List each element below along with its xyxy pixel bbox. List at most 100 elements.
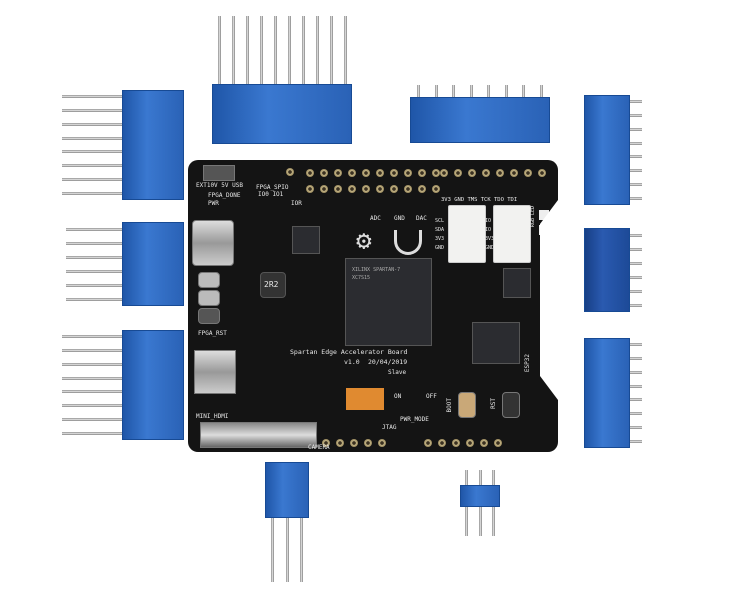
header-3pin-male: [460, 485, 500, 507]
header-hole: [364, 439, 372, 447]
header-hole: [418, 185, 426, 193]
silk-ioref: IOR: [291, 200, 302, 207]
silk-io-pin: GND: [485, 245, 495, 251]
header-pin: [62, 417, 130, 421]
header-pin: [301, 16, 305, 90]
header-pin: [625, 169, 642, 173]
header-pin: [245, 16, 249, 90]
header-hole: [362, 169, 370, 177]
header-pin: [62, 122, 130, 126]
silk-esp32: ESP32: [524, 354, 531, 373]
silk-rgb-led: RGB LED: [530, 206, 536, 228]
header-pin: [417, 85, 421, 100]
inductor: 2R2: [260, 272, 286, 298]
fpga-chip-label: XILINX SPARTAN-7: [352, 267, 401, 273]
ic-chip: [292, 226, 320, 254]
header-pin: [625, 425, 642, 429]
header-pin: [62, 95, 130, 99]
silk-power-select: EXT10V 5V USB: [196, 182, 243, 189]
header-pin: [625, 100, 642, 104]
header-hole: [404, 185, 412, 193]
button[interactable]: [198, 290, 220, 306]
button[interactable]: [198, 272, 220, 288]
header-pin: [539, 85, 543, 100]
header-pin: [625, 357, 642, 361]
header-hole: [378, 439, 386, 447]
header-pin: [66, 297, 130, 301]
header-pin: [343, 16, 347, 90]
boot-button[interactable]: [458, 392, 476, 418]
header-pin: [285, 510, 289, 582]
grove-connector-i2c[interactable]: [448, 205, 486, 263]
header-pin: [66, 227, 130, 231]
header-hole: [480, 439, 488, 447]
silk-slave: Slave: [388, 369, 407, 376]
header-pin: [62, 109, 130, 113]
header-hole: [424, 439, 432, 447]
silk-on: ON: [394, 393, 402, 400]
silk-pwr-mode: PWR_MODE: [400, 416, 429, 423]
header-hole: [362, 185, 370, 193]
usb-c-port[interactable]: [192, 220, 234, 266]
header-hole: [334, 185, 342, 193]
silk-mini-hdmi: MINI_HDMI: [196, 413, 229, 420]
header-pin: [625, 439, 642, 443]
header-pin: [259, 16, 263, 90]
dip-switch[interactable]: [346, 388, 384, 410]
header-pin: [625, 247, 642, 251]
header-hole: [390, 169, 398, 177]
header-pin: [625, 343, 642, 347]
header-hole: [336, 439, 344, 447]
power-select-switch[interactable]: [203, 165, 235, 181]
inductor-label: 2R2: [264, 280, 279, 289]
header-pin: [62, 376, 130, 380]
header-8pin-left-top: [122, 90, 184, 200]
brand-logo-icon: [394, 230, 422, 255]
header-pin: [62, 349, 130, 353]
header-pin: [287, 16, 291, 90]
header-pin: [452, 85, 456, 100]
silk-io-pin: IO: [485, 218, 492, 224]
header-hole: [320, 185, 328, 193]
header-8pin-left-bottom: [122, 330, 184, 440]
silk-rst: RST: [490, 398, 497, 409]
header-3pin-female: [265, 462, 309, 518]
fpga-reset-button[interactable]: [198, 308, 220, 324]
silk-jtag: JTAG: [382, 424, 397, 431]
ic-chip: [503, 268, 531, 298]
header-pin: [625, 412, 642, 416]
silk-camera: CAMERA: [308, 444, 330, 451]
header-pin: [62, 136, 130, 140]
header-pin: [62, 362, 130, 366]
camera-connector[interactable]: [200, 422, 317, 448]
header-pin: [62, 390, 130, 394]
header-pin: [625, 398, 642, 402]
header-pin: [625, 261, 642, 265]
silk-boot: BOOT: [446, 398, 453, 413]
header-pin: [625, 155, 642, 159]
silk-i2c-pin: 3V3: [435, 236, 445, 242]
header-10pin-top: [212, 84, 352, 144]
silk-io-pin: 3V3: [485, 236, 495, 242]
header-hole: [438, 439, 446, 447]
mini-hdmi-port[interactable]: [194, 350, 236, 394]
header-pin: [217, 16, 221, 90]
header-pin: [522, 85, 526, 100]
header-hole: [510, 169, 518, 177]
header-hole: [306, 185, 314, 193]
header-pin: [315, 16, 319, 90]
header-pin: [625, 141, 642, 145]
grove-connector-io[interactable]: [493, 205, 531, 263]
fpga-chip: XILINX SPARTAN-7 XC7S15: [345, 258, 432, 346]
silk-adc: ADC: [370, 215, 381, 222]
header-pin: [62, 335, 130, 339]
header-hole: [466, 439, 474, 447]
board-date: 20/04/2019: [368, 358, 408, 366]
header-hole: [306, 169, 314, 177]
reset-button[interactable]: [502, 392, 520, 418]
fpga-part-label: XC7S15: [352, 275, 371, 281]
header-8pin-right-bottom: [584, 338, 630, 448]
header-hole: [454, 169, 462, 177]
header-pin: [469, 85, 473, 100]
